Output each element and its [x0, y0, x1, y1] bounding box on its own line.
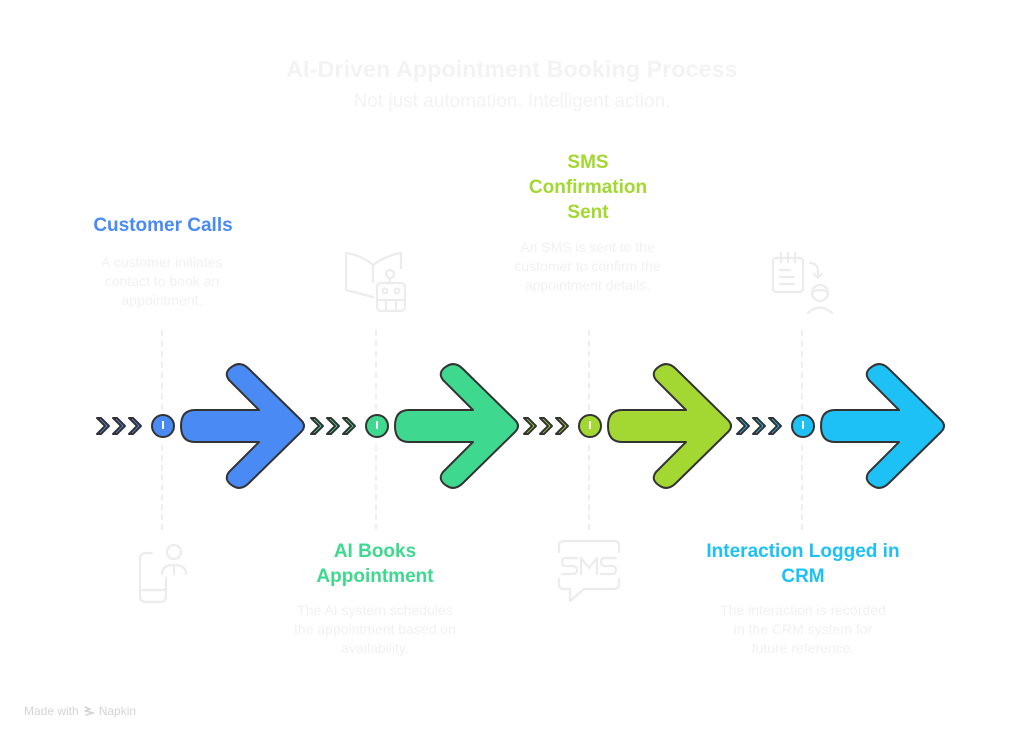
chevron-icon: [752, 417, 766, 435]
footer-brand: Napkin: [98, 704, 137, 718]
flow-segment-3: [523, 363, 732, 489]
chevron-icon: [555, 417, 569, 435]
footer: Made with Napkin: [24, 704, 136, 718]
napkin-logo-icon: [83, 706, 95, 716]
step-4-title: Interaction Logged in CRM: [706, 541, 900, 587]
guide-line-1-top: [161, 330, 163, 410]
book-robot-icon: [344, 251, 407, 313]
chevron-icon: [128, 417, 142, 435]
flow-segment-1: [96, 363, 305, 489]
phone-user-icon: [138, 543, 188, 604]
diagram-subtitle: Not just automation. Intelligent action.: [353, 91, 671, 112]
step-3-title: SMS Confirmation Sent: [528, 152, 648, 223]
guide-line-3-bottom: [588, 445, 590, 530]
chevron-icon: [736, 417, 750, 435]
guide-line-4-top: [801, 330, 803, 410]
step-2-title: AI Books Appointment: [316, 541, 434, 587]
chevron-icon: [342, 417, 356, 435]
guide-line-1-bottom: [161, 445, 163, 530]
guide-line-4-bottom: [801, 445, 803, 530]
step-1-description: A customer initiates contact to book an …: [101, 254, 223, 308]
chevron-icon: [310, 417, 324, 435]
diagram-title: AI-Driven Appointment Booking Process: [286, 56, 738, 82]
guide-line-2-top: [375, 330, 377, 410]
flow-segment-4: [736, 363, 945, 489]
footer-made-with: Made with: [24, 704, 79, 718]
step-4-description: The interaction is recorded in the CRM s…: [720, 602, 886, 656]
sms-bubble-icon: [557, 539, 621, 603]
arrow-right-icon: [820, 363, 945, 489]
arrow-right-icon: [607, 363, 732, 489]
chevron-icon: [768, 417, 782, 435]
step-1-title: Customer Calls: [93, 215, 233, 236]
chevron-icon: [112, 417, 126, 435]
chevron-icon: [326, 417, 340, 435]
step-2-description: The AI system schedules the appointment …: [294, 602, 456, 656]
notepad-user-icon: [771, 251, 834, 315]
arrow-right-icon: [180, 363, 305, 489]
chevron-icon: [523, 417, 537, 435]
guide-line-2-bottom: [375, 445, 377, 530]
step-3-description: An SMS is sent to the customer to confir…: [514, 239, 661, 293]
chevron-icon: [539, 417, 553, 435]
arrow-right-icon: [394, 363, 519, 489]
chevron-icon: [96, 417, 110, 435]
flow-segment-2: [310, 363, 519, 489]
guide-line-3-top: [588, 330, 590, 410]
